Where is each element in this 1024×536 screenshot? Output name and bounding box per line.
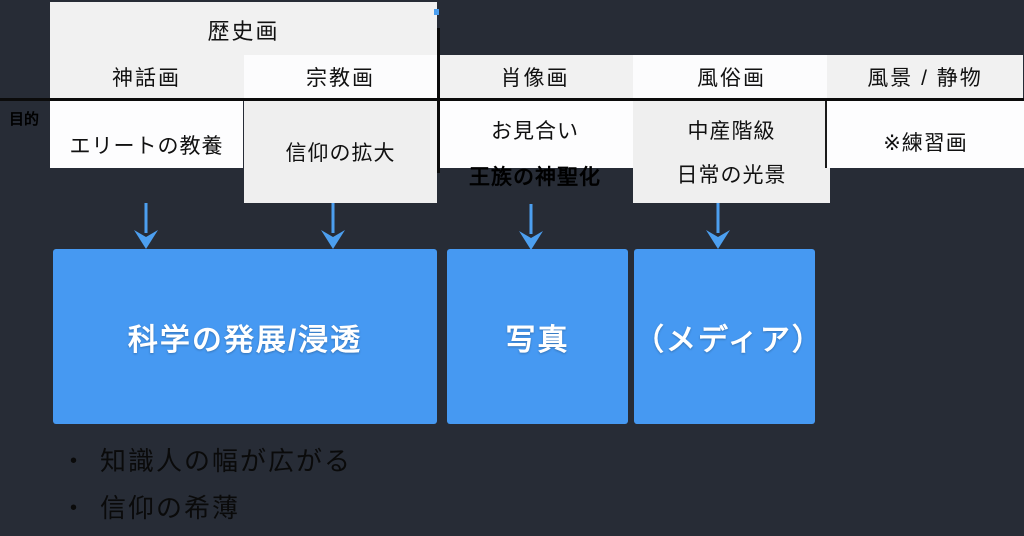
purpose-genre-line2: 日常の光景 — [676, 164, 787, 187]
column-header-landscape-label: 風景 / 静物 — [867, 67, 983, 90]
purpose-mythology-label: エリートの教養 — [69, 135, 224, 158]
bullet-list: • 知識人の幅が広がる • 信仰の希薄 — [60, 444, 620, 536]
list-item: • 信仰の希薄 — [60, 491, 620, 525]
outcome-box-media: （メディア） — [634, 249, 824, 424]
list-item: • 知識人の幅が広がる — [60, 444, 620, 478]
column-header-religious: 宗教画 — [244, 55, 437, 99]
purpose-portrait-overflow-label: 王族の神聖化 — [469, 166, 601, 189]
outcome-box-science: 科学の発展/浸透 — [53, 249, 437, 424]
outcome-media-label: （メディア） — [634, 323, 824, 357]
bullet-text: 知識人の幅が広がる — [100, 446, 353, 476]
down-arrow-icon — [321, 203, 345, 249]
outcome-box-photography: 写真 — [447, 249, 628, 424]
down-arrow-icon — [706, 203, 730, 249]
purpose-axis-label: 目的 — [8, 111, 39, 128]
blue-tick-mark — [434, 9, 439, 15]
bullet-icon: • — [70, 450, 78, 472]
down-arrow-icon — [519, 204, 543, 250]
outcome-science-label: 科学の発展/浸透 — [127, 323, 363, 357]
column-header-portrait: 肖像画 — [437, 55, 633, 99]
purpose-landscape-label: ※練習画 — [883, 131, 968, 155]
purpose-axis-line — [0, 98, 1024, 101]
history-group-title: 歴史画 — [207, 19, 280, 44]
purpose-cell-religious: 信仰の拡大 — [244, 101, 437, 203]
purpose-cell-portrait: お見合い — [437, 101, 633, 168]
column-header-religious-label: 宗教画 — [306, 67, 375, 90]
purpose-cell-mythology: エリートの教養 — [50, 101, 243, 168]
column-header-genre-label: 風俗画 — [697, 67, 766, 90]
purpose-cell-genre: 中産階級 日常の光景 — [633, 101, 830, 203]
purpose-portrait-label: お見合い — [491, 120, 579, 143]
bullet-text: 信仰の希薄 — [100, 493, 241, 523]
column-header-portrait-label: 肖像画 — [500, 67, 570, 90]
purpose-genre-line1: 中産階級 — [687, 120, 776, 143]
purpose-religious-label: 信仰の拡大 — [285, 142, 396, 165]
down-arrow-icon — [134, 203, 158, 249]
outcome-photography-label: 写真 — [505, 323, 570, 357]
column-header-mythology: 神話画 — [50, 55, 243, 99]
column-header-genre: 風俗画 — [633, 55, 830, 99]
purpose-cell-landscape: ※練習画 — [825, 101, 1024, 168]
column-divider-line — [437, 28, 440, 173]
column-header-landscape: 風景 / 静物 — [827, 55, 1023, 99]
bullet-icon: • — [70, 497, 78, 519]
column-header-mythology-label: 神話画 — [112, 67, 181, 90]
